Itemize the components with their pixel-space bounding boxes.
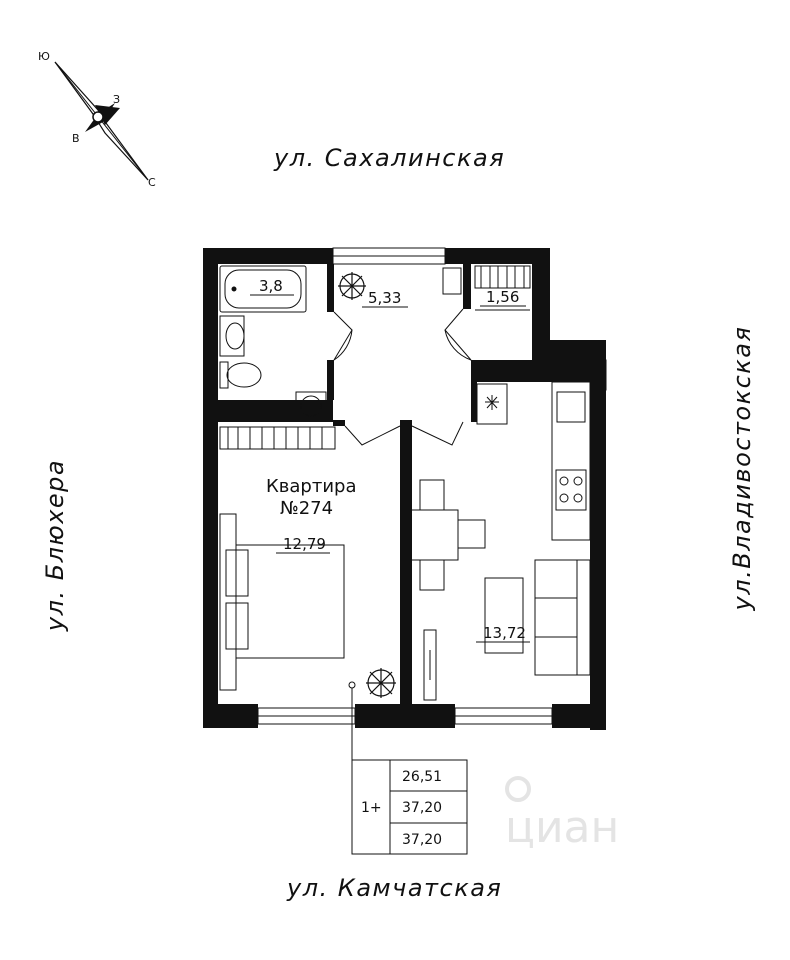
total-area-balcony-value: 37,20: [402, 832, 442, 848]
compass-west: З: [113, 93, 120, 106]
bathroom-fixtures: [219, 265, 327, 421]
wardrobe-rack: [442, 265, 531, 311]
dining-set: [405, 479, 486, 591]
bed: [219, 513, 345, 691]
exterior-walls: [203, 248, 606, 730]
summary-table: [351, 759, 468, 855]
apartment-label: Квартира: [266, 476, 356, 497]
doors: [333, 308, 472, 446]
apartment-type: 1+: [361, 800, 382, 816]
total-area-value: 37,20: [402, 800, 442, 816]
kitchen-living-area: 13,72: [483, 624, 526, 642]
apartment-number: №274: [280, 498, 333, 519]
bedroom-wardrobe: [219, 426, 336, 450]
interior-walls: [218, 264, 591, 710]
bedroom-plant-icon: [366, 668, 396, 698]
kitchen-counter: [551, 381, 591, 541]
compass-east: В: [72, 132, 80, 145]
plant-icon: [338, 272, 366, 300]
sofa: [484, 559, 591, 676]
hall-area: 5,33: [368, 289, 401, 307]
living-area-value: 26,51: [402, 769, 442, 785]
compass-north: С: [148, 176, 156, 189]
bathroom-area: 3,8: [259, 277, 283, 295]
compass-south: Ю: [38, 50, 50, 63]
street-label-bottom: ул. Камчатская: [287, 874, 503, 902]
radiator: [423, 629, 437, 701]
watermark: циан: [505, 776, 619, 853]
watermark-text: циан: [505, 802, 619, 853]
ventilation-icon: [476, 383, 508, 425]
wardrobe-area: 1,56: [486, 288, 519, 306]
compass-rose-icon: Ю З В С: [38, 50, 156, 189]
bedroom-area: 12,79: [283, 535, 326, 553]
windows: [257, 247, 607, 725]
street-label-top: ул. Сахалинская: [274, 144, 506, 172]
section-pointer: [348, 681, 356, 760]
